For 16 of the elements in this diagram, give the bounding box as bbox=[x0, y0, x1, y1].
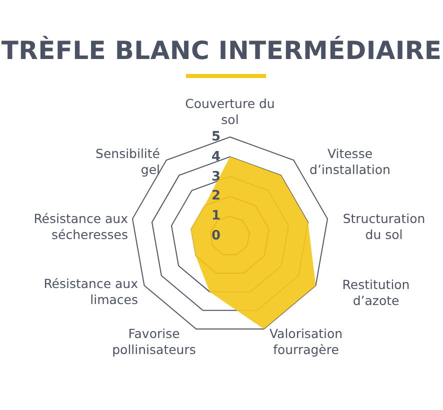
axis-label: Vitesse d’installation bbox=[308, 146, 392, 178]
chart-title: TRÈFLE BLANC INTERMÉDIAIRE bbox=[0, 36, 443, 65]
axis-label: Restitution d’azote bbox=[341, 277, 411, 309]
tick-label: 3 bbox=[211, 169, 221, 184]
axis-label: Résistance aux limaces bbox=[42, 276, 138, 308]
tick-label: 4 bbox=[211, 149, 221, 164]
tick-label: 0 bbox=[211, 228, 221, 244]
tick-label: 1 bbox=[211, 208, 221, 224]
axis-label: Valorisation fourragère bbox=[268, 326, 344, 358]
axis-label: Couverture du sol bbox=[185, 96, 275, 128]
axis-label: Structuration du sol bbox=[342, 211, 426, 243]
axis-label: Favorise pollinisateurs bbox=[111, 326, 197, 358]
axis-label: Sensibilité gel bbox=[94, 146, 160, 178]
axis-label: Résistance aux sécheresses bbox=[32, 211, 128, 243]
tick-label: 5 bbox=[211, 130, 221, 144]
tick-label: 2 bbox=[211, 188, 221, 204]
